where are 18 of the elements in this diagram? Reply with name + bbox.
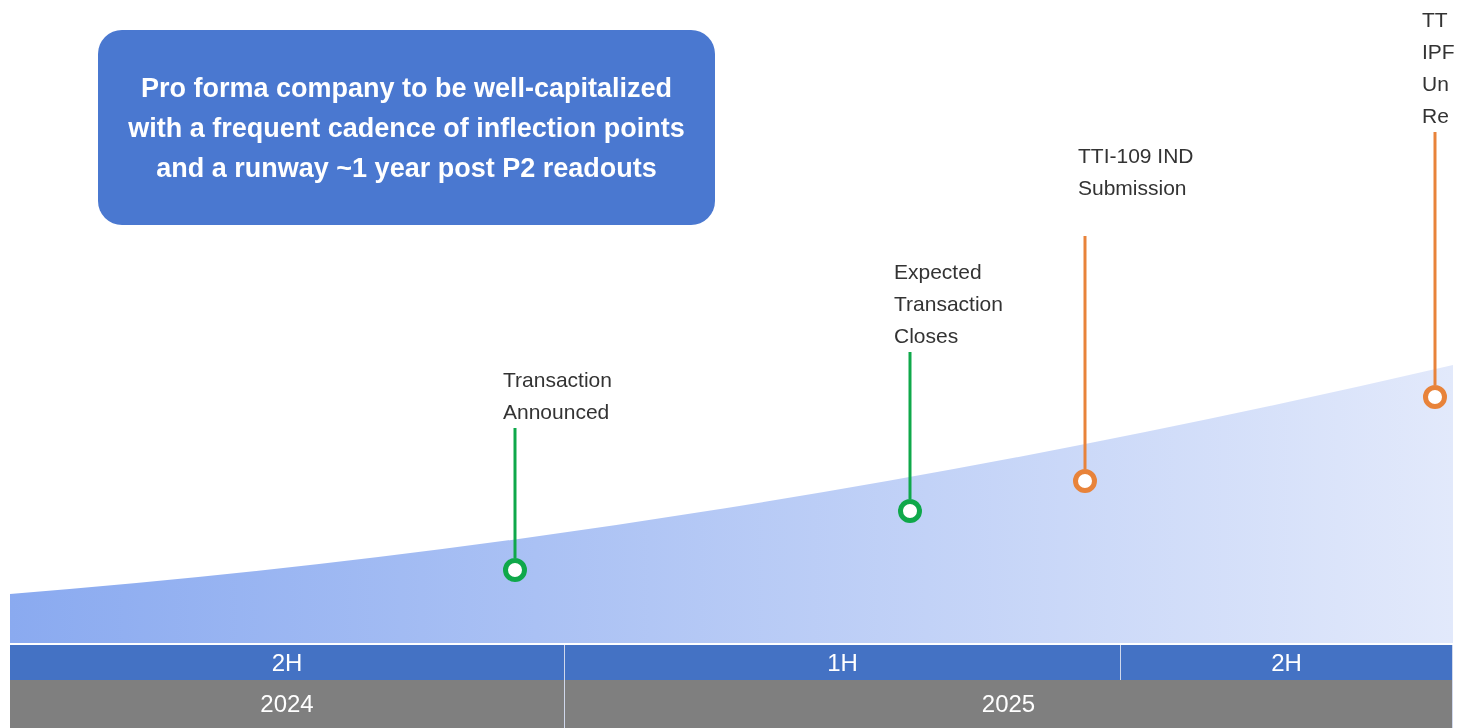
period-label: 2H [1271,648,1302,677]
timeline-band [565,645,1121,680]
milestone-label: TT IPF Un Re [1422,4,1462,132]
timeline-band [565,680,1453,728]
timeline-band [10,680,565,728]
period-label: 2025 [981,690,1036,718]
milestone-label: Transaction Announced [503,364,643,428]
period-label: 2H [271,648,303,677]
timeline-band [10,645,565,680]
milestone-label: TTI-109 IND Submission [1078,140,1218,236]
connector-line [1433,132,1437,385]
callout-box [98,30,715,225]
milestone-label: Expected Transaction Closes [894,256,1034,352]
timeline-band [1121,645,1453,680]
callout-text: Pro forma company to be well-capitalized with a frequent cadence of inflection points and a runway ~1 year post P2 readouts [127,71,686,185]
period-label: 2024 [260,690,314,718]
period-label: 1H [827,648,858,677]
connector-line [1083,236,1087,469]
